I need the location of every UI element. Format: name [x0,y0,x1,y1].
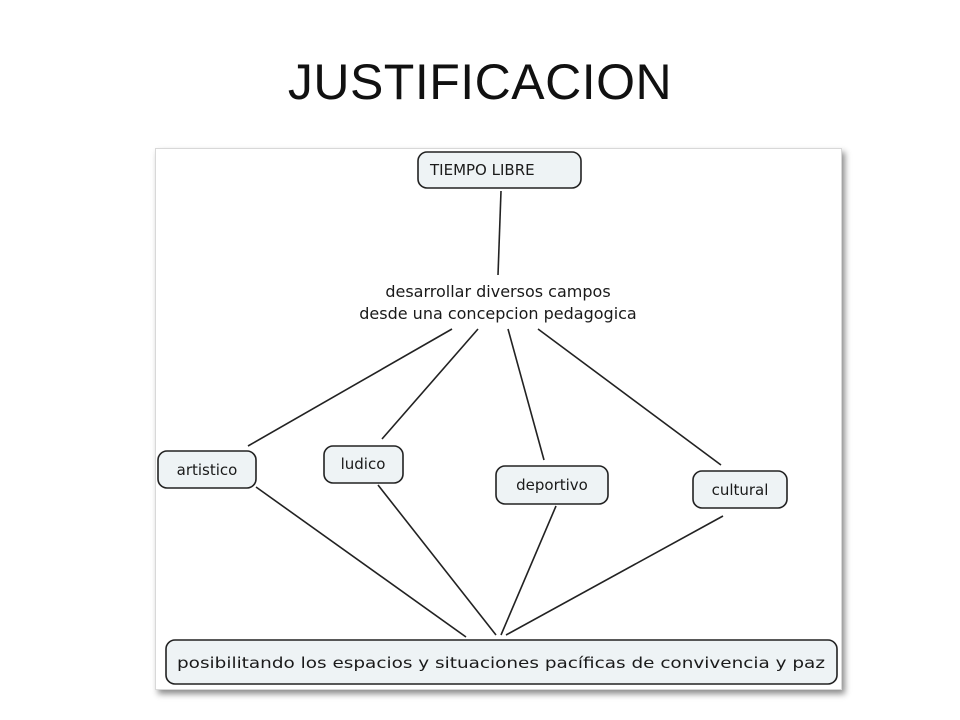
node-cultural-label: cultural [712,481,769,499]
edge-phrase-to-cultural [537,328,722,466]
edge-cultural-to-outcome [505,515,724,636]
edges [247,190,724,638]
edge-phrase-to-ludico [381,328,479,440]
concept-map: TIEMPO LIBRE desarrollar diversos campos… [157,151,838,685]
node-deportivo-label: deportivo [516,476,588,494]
edge-root-to-phrase [497,190,502,276]
linking-phrase-line2: desde una concepcion pedagogica [359,304,636,323]
edge-ludico-to-outcome [377,484,497,636]
node-outcome-label: posibilitando los espacios y situaciones… [177,654,825,672]
node-outcome[interactable]: posibilitando los espacios y situaciones… [165,639,838,685]
node-tiempo-libre-label: TIEMPO LIBRE [429,161,535,179]
slide-title: JUSTIFICACION [287,54,673,110]
node-cultural[interactable]: cultural [692,470,788,509]
linking-phrase: desarrollar diversos campos desde una co… [359,282,636,323]
edge-phrase-to-artistico [247,328,453,447]
node-deportivo[interactable]: deportivo [495,465,609,505]
node-tiempo-libre[interactable]: TIEMPO LIBRE [417,151,582,189]
concept-map-panel: TIEMPO LIBRE desarrollar diversos campos… [155,148,842,690]
node-artistico-label: artistico [177,461,238,479]
edge-artistico-to-outcome [255,486,467,638]
node-artistico[interactable]: artistico [157,450,257,489]
node-ludico-label: ludico [341,455,386,473]
edge-phrase-to-deportivo [507,328,545,461]
node-ludico[interactable]: ludico [323,445,404,484]
edge-deportivo-to-outcome [500,505,557,636]
linking-phrase-line1: desarrollar diversos campos [385,282,610,301]
